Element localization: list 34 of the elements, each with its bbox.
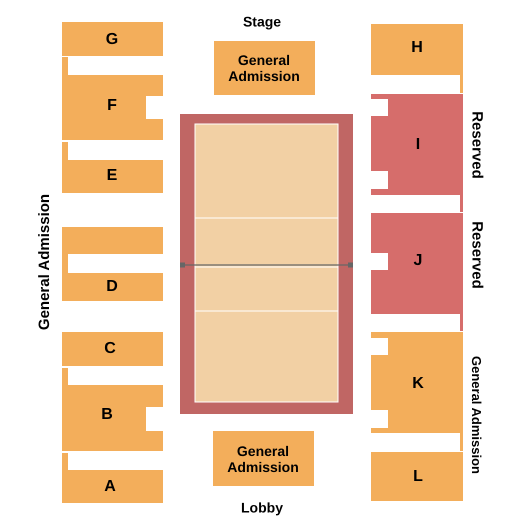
seating-section: [62, 22, 163, 56]
seating-section: [371, 213, 463, 331]
section-name: J: [414, 252, 422, 270]
seating-section: [213, 431, 314, 486]
section-name: L: [413, 468, 423, 486]
section-name: General Admission: [227, 52, 301, 84]
seating-section: [62, 227, 163, 301]
section-name: K: [412, 375, 424, 393]
area-label: Lobby: [241, 498, 283, 518]
section-name: F: [107, 97, 117, 115]
area-label: Reserved: [467, 111, 486, 179]
section-name: C: [104, 340, 116, 358]
area-label: General Admission: [468, 356, 485, 474]
seating-section: [214, 41, 315, 95]
section-name: G: [106, 31, 118, 49]
seating-section: [62, 332, 163, 366]
area-label: Stage: [242, 12, 282, 32]
seating-section: [371, 452, 463, 501]
area-label: Reserved: [467, 221, 486, 289]
seating-section: [62, 453, 163, 503]
seating-section: [62, 57, 163, 140]
seating-section: [371, 24, 463, 93]
section-name: I: [416, 136, 420, 154]
area-label: General Admission: [34, 194, 54, 330]
section-name: E: [106, 167, 118, 185]
seating-section: [62, 368, 163, 451]
section-name: B: [101, 406, 113, 424]
section-name: A: [104, 478, 116, 496]
section-name: D: [106, 278, 118, 296]
seating-section: [371, 332, 463, 451]
section-name: General Admission: [226, 443, 300, 475]
seating-section: [371, 94, 463, 212]
section-name: H: [411, 39, 423, 57]
seating-section: [62, 142, 163, 193]
